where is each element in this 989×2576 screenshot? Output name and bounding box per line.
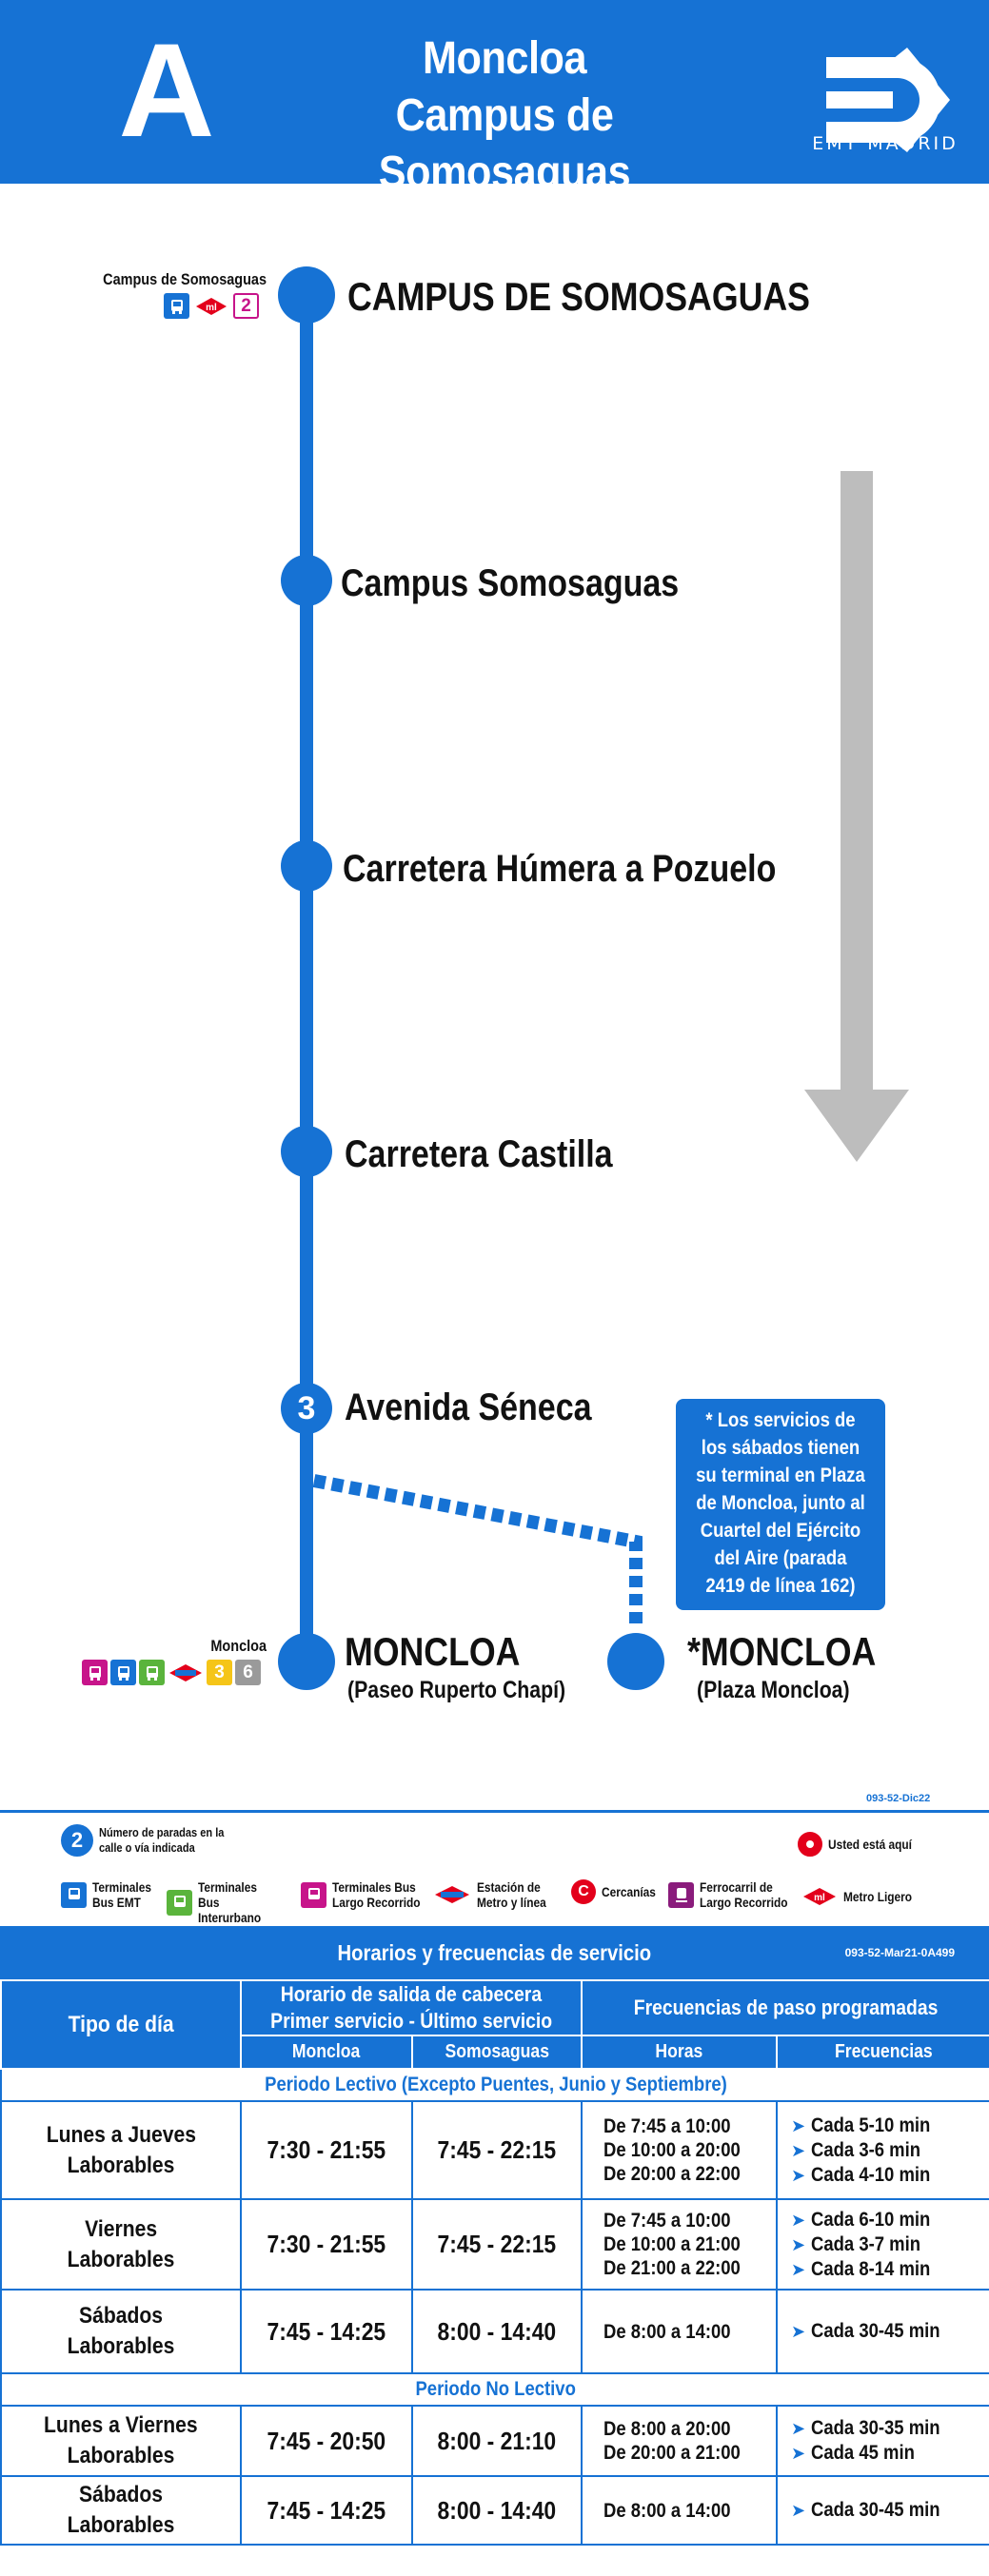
header-col-moncloa: Moncloa (240, 2035, 413, 2070)
header-col-hours: Horas (581, 2035, 779, 2070)
schedule-code: 093-52-Mar21-0A499 (844, 1946, 955, 1959)
header-day-type: Tipo de día (0, 1979, 242, 2070)
period-lectivo: Periodo Lectivo (Excepto Puentes, Junio … (0, 2068, 989, 2102)
stop-sub-plaza-moncloa: (Plaza Moncloa) (697, 1677, 850, 1703)
transfer-label-bottom: Moncloa (210, 1637, 267, 1655)
bus-emt-icon (164, 293, 189, 319)
direction-arrow-icon (804, 471, 909, 1162)
period-no-lectivo: Periodo No Lectivo (0, 2372, 989, 2407)
header-col-somosaguas: Somosaguas (410, 2035, 584, 2070)
stop-sub-moncloa: (Paseo Ruperto Chapí) (347, 1677, 566, 1703)
legend-rail-text: Ferrocarril de Largo Recorrido (700, 1879, 788, 1910)
transfer-icons-bottom: 3 6 (82, 1660, 261, 1685)
schedule-table: Tipo de día Horario de salida de cabecer… (0, 1979, 989, 2546)
header-departure: Horario de salida de cabecera Primer ser… (239, 1979, 584, 2036)
legend-bus-long: Terminales Bus Largo Recorrido (301, 1879, 437, 1910)
stop-name-campus-terminal: CAMPUS DE SOMOSAGUAS (347, 274, 810, 319)
legend-cercanias-text: Cercanías (602, 1884, 656, 1899)
bus-long-distance-icon (82, 1660, 108, 1685)
stop-dot-moncloa (278, 1633, 335, 1690)
route-title: Moncloa Campus de Somosaguas (290, 30, 719, 202)
metro-icon (433, 1882, 471, 1908)
operator-name: EMT MADRID (812, 133, 959, 154)
bus-emt-icon (110, 1660, 136, 1685)
route-line (300, 295, 313, 1665)
legend-metro-ligero: ml Metro Ligero (801, 1883, 924, 1909)
header-col-freq: Frecuencias (776, 2035, 989, 2070)
legend-stop-count: 2 Número de paradas en la calle o vía in… (61, 1824, 251, 1857)
legend-metro-ligero-text: Metro Ligero (843, 1888, 913, 1904)
schedule-title-bar: Horarios y frecuencias de servicio 093-5… (0, 1926, 989, 1979)
metro-line-3-badge: 3 (207, 1660, 232, 1685)
transfer-icons-top: ml 2 (164, 293, 259, 319)
saturday-note-text: * Los servicios de los sábados tienen su… (696, 1409, 865, 1597)
bus-interurban-icon (167, 1889, 192, 1916)
stop-name-plaza-moncloa: *MONCLOA (687, 1629, 877, 1674)
svg-text:ml: ml (206, 303, 217, 313)
route-branch (312, 1474, 643, 1627)
transfer-label-top: Campus de Somosaguas (103, 270, 267, 288)
long-distance-rail-icon (668, 1881, 694, 1908)
map-code: 093-52-Dic22 (866, 1793, 931, 1804)
metro-line-6-badge: 6 (235, 1660, 261, 1685)
cercanias-icon: C (571, 1879, 596, 1904)
route-title-line2: Campus de Somosaguas (378, 90, 631, 198)
stop-name-seneca: Avenida Séneca (345, 1386, 592, 1428)
bus-emt-icon (61, 1881, 87, 1908)
route-title-line1: Moncloa (422, 33, 587, 84)
stop-dot-humera (281, 840, 332, 892)
stop-count-icon: 2 (61, 1824, 93, 1857)
legend-bus-emt: Terminales Bus EMT (61, 1879, 151, 1910)
you-are-here-icon (798, 1832, 822, 1857)
legend-bus-interurban: Terminales Bus Interurbano (167, 1879, 293, 1925)
legend-you-are-here-text: Usted está aquí (828, 1837, 912, 1852)
emt-logo-icon (826, 48, 950, 152)
legend-bus-interurban-text: Terminales Bus Interurbano (198, 1879, 262, 1925)
metro-icon (168, 1660, 204, 1685)
legend-stop-count-text: Número de paradas en la calle o vía indi… (99, 1825, 225, 1855)
header-banner: A Moncloa Campus de Somosaguas EMT MADRI… (0, 0, 989, 198)
saturday-note: * Los servicios de los sábados tienen su… (676, 1399, 885, 1610)
header-freq-group: Frecuencias de paso programadas (581, 1979, 989, 2036)
stop-dot-campus-terminal (278, 266, 335, 324)
stop-name-humera: Carretera Húmera a Pozuelo (343, 848, 777, 890)
metro-ligero-icon: ml (801, 1883, 838, 1909)
legend-bus-emt-text: Terminales Bus EMT (92, 1879, 151, 1910)
stop-dot-campus-somosaguas (281, 555, 332, 606)
metro-ligero-icon: ml (194, 293, 228, 319)
legend-metro: Estación de Metro y línea (433, 1879, 567, 1910)
stop-name-campus-somosaguas: Campus Somosaguas (341, 562, 680, 604)
bus-long-distance-icon (301, 1881, 326, 1908)
stop-dot-plaza-moncloa (607, 1633, 664, 1690)
line-letter: A (118, 15, 215, 165)
bus-interurban-icon (139, 1660, 165, 1685)
legend-bus-long-text: Terminales Bus Largo Recorrido (332, 1879, 421, 1910)
stop-count-badge: 3 (297, 1390, 316, 1426)
legend-cercanias: C Cercanías (571, 1879, 665, 1904)
stop-dot-seneca: 3 (281, 1383, 332, 1434)
schedule-title: Horarios y frecuencias de servicio (337, 1940, 652, 1965)
legend-rail: Ferrocarril de Largo Recorrido (668, 1879, 804, 1910)
stop-name-moncloa: MONCLOA (345, 1629, 521, 1674)
legend-metro-text: Estación de Metro y línea (477, 1879, 546, 1910)
metro-ligero-line-badge: 2 (233, 293, 259, 319)
stop-name-castilla: Carretera Castilla (345, 1133, 613, 1175)
legend-you-are-here: Usted está aquí (798, 1832, 926, 1857)
svg-text:ml: ml (814, 1893, 825, 1903)
stop-dot-castilla (281, 1126, 332, 1177)
legend: 2 Número de paradas en la calle o vía in… (0, 1810, 989, 1926)
